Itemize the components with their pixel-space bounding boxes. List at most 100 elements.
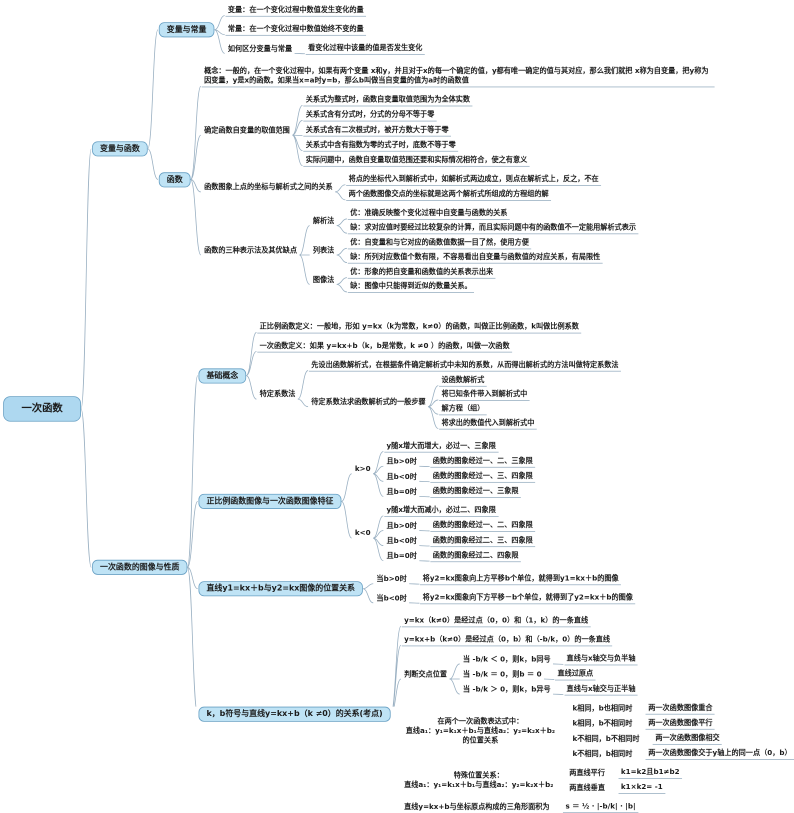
leaf-text[interactable]: 缺：图像中只能得到近似的数量关系。 bbox=[347, 281, 475, 293]
topic-box[interactable]: k，b符号与直线y=kx+b（k ≠0）的关系(考点) bbox=[198, 706, 391, 722]
mindmap-branch: 特殊位置关系： 直线a₁：y₁=k₁x＋b₁与直线a₂：y₂=k₂x＋b₂ 两直线… bbox=[402, 767, 794, 794]
subtopic-label[interactable]: 判断交点位置 bbox=[404, 670, 448, 679]
subtopic-label[interactable]: 当 -b/k ＝ 0，则b ＝ 0 bbox=[462, 670, 542, 679]
children-group: 优：自变量和与它对应的函数值数据一目了然，使用方便缺：所列对应数值个数有限，不容… bbox=[347, 237, 603, 264]
subtopic-label[interactable]: 直线y=kx+b与坐标原点构成的三角形面积为 bbox=[404, 803, 550, 812]
subtopic-label[interactable]: k>0 bbox=[354, 465, 371, 474]
leaf-text[interactable]: 正比例函数定义：一般地，形如 y=kx（k为常数，k≠0）的函数，叫做正比例函数… bbox=[257, 322, 582, 334]
topic-box[interactable]: 正比例函数图像与一次函数图像特征 bbox=[198, 493, 342, 509]
subtopic-label[interactable]: 图像法 bbox=[312, 275, 335, 284]
leaf-text[interactable]: 直线与x轴交与正半轴 bbox=[564, 684, 638, 696]
mindmap-branch: 设函数解析式 bbox=[439, 375, 537, 387]
leaf-text[interactable]: 优：自变量和与它对应的函数值数据一目了然，使用方便 bbox=[347, 237, 532, 250]
leaf-text[interactable]: 关系式中含有指数为零的式子时，底数不等于零 bbox=[303, 140, 459, 152]
mindmap-branch: 直线过原点 bbox=[555, 669, 596, 681]
subtopic-label[interactable]: 且b=0时 bbox=[386, 487, 417, 496]
leaf-text[interactable]: 优：准确反映整个变化过程中自变量与函数的关系 bbox=[347, 208, 510, 220]
leaf-text[interactable]: 设函数解析式 bbox=[439, 375, 487, 387]
subtopic-label[interactable]: 当 -b/k ＜ 0，则k，b同号 bbox=[462, 655, 551, 664]
leaf-text[interactable]: 常量：在一个变化过程中数值始终不变的量 bbox=[225, 24, 367, 36]
subtopic-label[interactable]: k不相同，b不相同时 bbox=[572, 734, 640, 743]
children-group: 看变化过程中该量的值是否发生变化 bbox=[305, 43, 425, 55]
leaf-text[interactable]: y=kx（k≠0）是经过点（0，0）和（1，k）的一条直线 bbox=[401, 615, 591, 628]
leaf-text[interactable]: 两一次函数图像交于y轴上的同一点（0，b） bbox=[645, 748, 794, 760]
leaf-text[interactable]: y=kx+b（k≠0）是经过点（0，b）和（-b/k，0）的一条直线 bbox=[401, 634, 613, 647]
leaf-text[interactable]: 将点的坐标代入到解析式中，如解析式两边成立，则点在解析式上，反之，不在 bbox=[346, 174, 602, 186]
subtopic-label[interactable]: 解析法 bbox=[312, 217, 335, 226]
leaf-text[interactable]: 将已知条件带入到解析式中 bbox=[439, 389, 530, 401]
leaf-text[interactable]: k1×k2= -1 bbox=[618, 782, 666, 794]
mindmap-branch: 先设出函数解析式，在根据条件确定解析式中未知的系数，从而得出解析式的方法叫做特定… bbox=[308, 360, 621, 372]
leaf-text[interactable]: 将y2=kx图象向下方平移－b个单位，就得到了y2=kx＋b的图像 bbox=[420, 592, 636, 605]
leaf-text[interactable]: 函数的图象经过一、二、四象限 bbox=[430, 520, 536, 532]
leaf-text[interactable]: 将y2=kx图象向上方平移b个单位，就得到y1=kx＋b的图像 bbox=[420, 573, 622, 586]
subtopic-label[interactable]: 函数图象上点的坐标与解析式之间的关系 bbox=[204, 183, 333, 192]
leaf-text[interactable]: 关系式为整式时，函数自变量取值范围为为全体实数 bbox=[303, 94, 473, 107]
leaf-text[interactable]: 变量：在一个变化过程中数值发生变化的量 bbox=[225, 5, 367, 17]
subtopic-label[interactable]: 且b>0时 bbox=[386, 522, 417, 530]
subtopic-label[interactable]: 列表法 bbox=[312, 246, 335, 255]
topic-box[interactable]: 直线y1=kx＋b与y2=kx图像的位置关系 bbox=[198, 581, 363, 597]
leaf-text[interactable]: 缺：所列对应数值个数有限，不容易看出自变量与函数值的对应关系，有局限性 bbox=[347, 252, 603, 264]
leaf-text[interactable]: y随x增大而增大，必过一、三象限 bbox=[384, 441, 499, 453]
leaf-text[interactable]: 函数的图象经过一、二、三象限 bbox=[430, 456, 536, 468]
topic-box[interactable]: 变量与常量 bbox=[158, 22, 215, 38]
leaf-text[interactable]: 函数的图象经过一、三象限 bbox=[430, 486, 521, 498]
subtopic-label[interactable]: 且b<0时 bbox=[386, 472, 417, 481]
subtopic-label[interactable]: 特定系数法 bbox=[259, 390, 296, 399]
subtopic-label[interactable]: k相同，b不相同时 bbox=[572, 719, 633, 728]
subtopic-label[interactable]: 且b=0时 bbox=[386, 552, 417, 561]
leaf-text[interactable]: 优：形象的把自变量和函数值的关系表示出来 bbox=[347, 267, 496, 279]
leaf-text[interactable]: 直线与x轴交与负半轴 bbox=[564, 653, 638, 666]
leaf-text[interactable]: s ＝ ½ · |-b/k| · |b| bbox=[563, 801, 638, 813]
subtopic-label[interactable]: 如何区分变量与常量 bbox=[227, 44, 293, 53]
subtopic-label[interactable]: k<0 bbox=[354, 529, 371, 538]
leaf-text[interactable]: 解方程（组） bbox=[439, 403, 487, 416]
topic-box[interactable]: 函数 bbox=[158, 171, 191, 187]
leaf-text[interactable]: 缺：求对应值时要经过比较复杂的计算，而且实际问题中有的函数值不一定能用解析式表示 bbox=[347, 222, 639, 235]
leaf-text[interactable]: 函数的图象经过二、三、四象限 bbox=[430, 535, 536, 548]
subtopic-label[interactable]: 确定函数自变量的取值范围 bbox=[204, 126, 290, 135]
subtopic-label[interactable]: 两直线平行 bbox=[569, 768, 605, 777]
topic-box[interactable]: 基础概念 bbox=[198, 368, 247, 384]
subtopic-label[interactable]: 函数的三种表示法及其优缺点 bbox=[204, 246, 297, 255]
subtopic-label[interactable]: 当b<0时 bbox=[376, 594, 407, 603]
topic-box[interactable]: 一次函数的图像与性质 bbox=[92, 559, 188, 575]
leaf-text[interactable]: 实际问题中，函数自变量取值范围还要和实际情况相符合，使之有意义 bbox=[303, 155, 530, 167]
leaf-text[interactable]: 直线过原点 bbox=[555, 669, 596, 681]
subtopic-label[interactable]: 且b>0时 bbox=[386, 457, 417, 466]
leaf-text[interactable]: k1=k2且b1≠b2 bbox=[618, 767, 683, 779]
subtopic-label[interactable]: 特殊位置关系： 直线a₁：y₁=k₁x＋b₁与直线a₂：y₂=k₂x＋b₂ bbox=[404, 771, 554, 790]
leaf-text[interactable]: 两一次函数图像重合 bbox=[645, 703, 715, 715]
mindmap-branch: 将求出的数值代入到解析式中 bbox=[439, 418, 537, 430]
subtopic-label[interactable]: k相同，b也相同时 bbox=[572, 704, 633, 713]
leaf-text[interactable]: 两一次函数图像平行 bbox=[645, 718, 715, 730]
leaf-text[interactable]: 两个函数图像交点的坐标就是这两个解析式所组成的方程组的解 bbox=[346, 189, 552, 201]
leaf-text[interactable]: 先设出函数解析式，在根据条件确定解析式中未知的系数，从而得出解析式的方法叫做特定… bbox=[308, 360, 621, 372]
children-group: 关系式为整式时，函数自变量取值范围为为全体实数关系式含有分式时，分式的分母不等于… bbox=[303, 94, 530, 167]
children-group: 两一次函数图像重合 bbox=[645, 703, 715, 715]
leaf-text[interactable]: 函数的图象经过二、四象限 bbox=[430, 550, 521, 563]
leaf-text[interactable]: 两一次函数图像相交 bbox=[653, 733, 723, 745]
leaf-text[interactable]: y随x增大而减小，必过二、四象限 bbox=[384, 505, 499, 517]
leaf-text[interactable]: 关系式含有二次根式时，被开方数大于等于零 bbox=[303, 125, 452, 137]
leaf-text[interactable]: 概念：一般的，在一个变化过程中，如果有两个变量 x和y，并且对于x的每一个确定的… bbox=[201, 66, 715, 88]
subtopic-label[interactable]: k不相同，b相同时 bbox=[572, 749, 633, 758]
mindmap-branch: 关系式含有二次根式时，被开方数大于等于零 bbox=[303, 125, 529, 137]
children-group: 直线与x轴交与负半轴 bbox=[564, 653, 638, 666]
subtopic-label[interactable]: 两直线垂直 bbox=[569, 784, 605, 793]
leaf-text[interactable]: 看变化过程中该量的值是否发生变化 bbox=[305, 43, 425, 55]
subtopic-label[interactable]: 当b>0时 bbox=[376, 575, 407, 584]
leaf-text[interactable]: 关系式含有分式时，分式的分母不等于零 bbox=[303, 110, 437, 122]
mindmap-branch: 且b<0时 函数的图象经过一、三、四象限 bbox=[384, 471, 536, 483]
topic-box[interactable]: 变量与函数 bbox=[92, 141, 148, 157]
leaf-text[interactable]: 将求出的数值代入到解析式中 bbox=[439, 418, 537, 430]
subtopic-label[interactable]: 且b<0时 bbox=[386, 537, 417, 546]
subtopic-label[interactable]: 当 -b/k ＞ 0，则k，b异号 bbox=[462, 685, 551, 694]
mindmap-branch: 当 -b/k ＞ 0，则k，b异号 直线与x轴交与正半轴 bbox=[461, 684, 638, 696]
leaf-text[interactable]: 函数的图象经过一、三、四象限 bbox=[430, 471, 536, 483]
root-topic[interactable]: 一次函数 bbox=[3, 396, 82, 422]
subtopic-label[interactable]: 在两个一次函数表达式中： 直线a₁：y₁=k₁x＋b₁与直线a₂：y₂=k₂x＋… bbox=[405, 717, 555, 745]
leaf-text[interactable]: 一次函数定义：如果 y=kx+b（k，b是常数，k ≠0 ）的函数，叫做一次函数 bbox=[257, 341, 512, 353]
subtopic-label[interactable]: 待定系数法求函数解析式的一般步骤 bbox=[311, 398, 426, 407]
